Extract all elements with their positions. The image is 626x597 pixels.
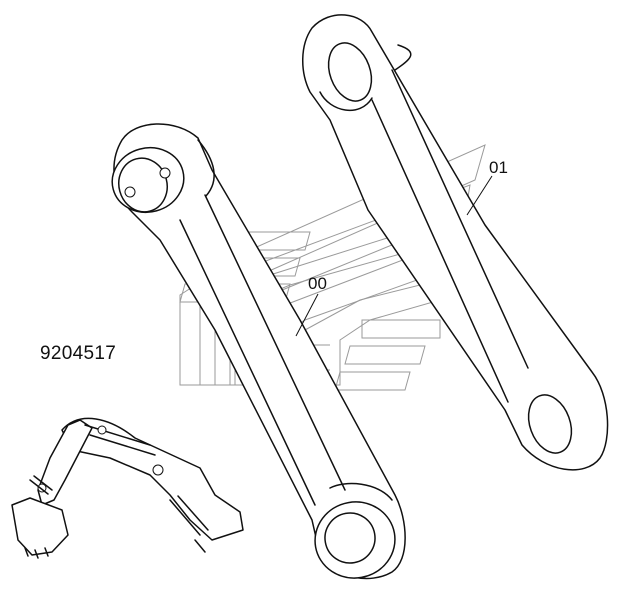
excavator-thumbnail-icon (11, 417, 244, 559)
link-rod-00 (111, 123, 406, 580)
leader-line-00 (295, 293, 319, 337)
part-number-label: 9204517 (40, 343, 117, 364)
leader-line-01 (466, 175, 493, 216)
link-rod-01 (302, 14, 609, 471)
callout-label-01: 01 (489, 158, 508, 177)
callout-label-00: 00 (308, 274, 327, 293)
leader-lines (295, 175, 493, 337)
